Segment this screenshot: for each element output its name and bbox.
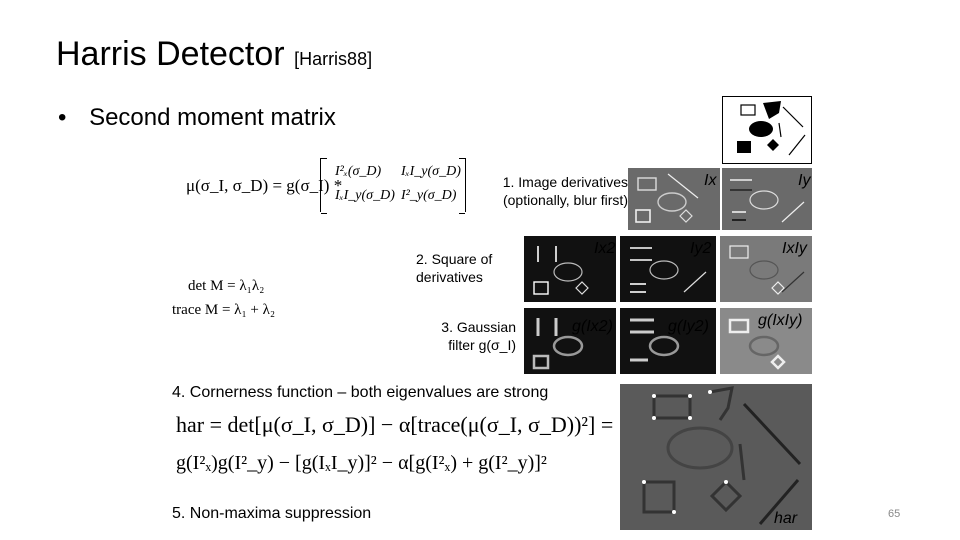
title-text: Harris Detector [56,35,285,73]
step-4-label: 4. Cornerness function – both eigenvalue… [172,384,549,401]
har-equation-line2: g(I²ₓ)g(I²_y) − [g(IₓI_y)]² − α[g(I²ₓ) +… [176,452,547,474]
panel-gix2: g(Ix2) [524,308,616,374]
original-image [722,96,812,164]
panel-har-drawing [642,386,802,525]
trace-equation: trace M = λ₁ + λ₂ [172,302,276,318]
panel-har: har [620,384,812,530]
panel-iy: Iy [722,168,812,230]
det-equation: det M = λ₁λ₂ [188,278,265,294]
panel-gixiy: g(IxIy) [720,308,812,374]
bullet-item: • Second moment matrix [58,104,336,132]
step-5-label: 5. Non-maxima suppression [172,505,372,522]
panel-ix2: Ix2 [524,236,616,302]
panel-gix2-label: g(Ix2) [572,318,613,335]
step-1-label: 1. Image derivatives (optionally, blur f… [502,174,628,208]
panel-ix2-label: Ix2 [594,240,616,257]
panel-giy2-label: g(Iy2) [668,318,709,335]
step-3-label: 3. Gaussian filter g(σ_I) [441,319,516,353]
step-2-label: 2. Square of derivatives [416,251,493,285]
matrix-bracket: I²ₓ(σ_D) IₓI_y(σ_D) IₓI_y(σ_D) I²_y(σ_D) [320,158,466,214]
panel-iy-label: Iy [798,172,811,189]
panel-gix2-drawing [532,318,584,370]
matrix-cell-12: IₓI_y(σ_D) [401,164,461,179]
panel-gixiy-drawing [728,318,786,370]
matrix-cell-21: IₓI_y(σ_D) [335,188,395,203]
panel-iy2: Iy2 [620,236,716,302]
panel-gixiy-label: g(IxIy) [758,312,803,329]
bullet-text: Second moment matrix [89,104,336,131]
matrix-cell-22: I²_y(σ_D) [401,188,457,203]
second-moment-equation: μ(σ_I, σ_D) = g(σ_I) * I²ₓ(σ_D) IₓI_y(σ_… [186,158,476,214]
matrix-cell-11: I²ₓ(σ_D) [335,164,382,179]
panel-ixiy-label: IxIy [782,240,807,257]
panel-giy2-drawing [630,318,680,362]
panel-ix-label: Ix [704,172,717,189]
mu-lhs: μ(σ_I, σ_D) = g(σ_I) * [186,176,343,195]
panel-iy2-drawing [630,247,707,293]
original-image-drawing [737,101,806,156]
panel-ix: Ix [628,168,720,230]
panel-ix-drawing [635,173,699,223]
slide-title: Harris Detector [Harris88] [56,34,372,79]
panel-ix2-drawing [533,246,589,295]
panel-ixiy-drawing [729,245,805,295]
har-equation-line1: har = det[μ(σ_I, σ_D)] − α[trace(μ(σ_I, … [176,412,614,437]
bullet-dot-icon: • [58,104,67,131]
panel-giy2: g(Iy2) [620,308,716,374]
panel-har-label: har [774,510,798,527]
panel-ixiy: IxIy [720,236,812,302]
title-reference: [Harris88] [294,49,373,69]
panel-iy2-label: Iy2 [690,240,712,257]
page-number: 65 [888,508,901,520]
panel-iy-drawing [730,179,805,223]
